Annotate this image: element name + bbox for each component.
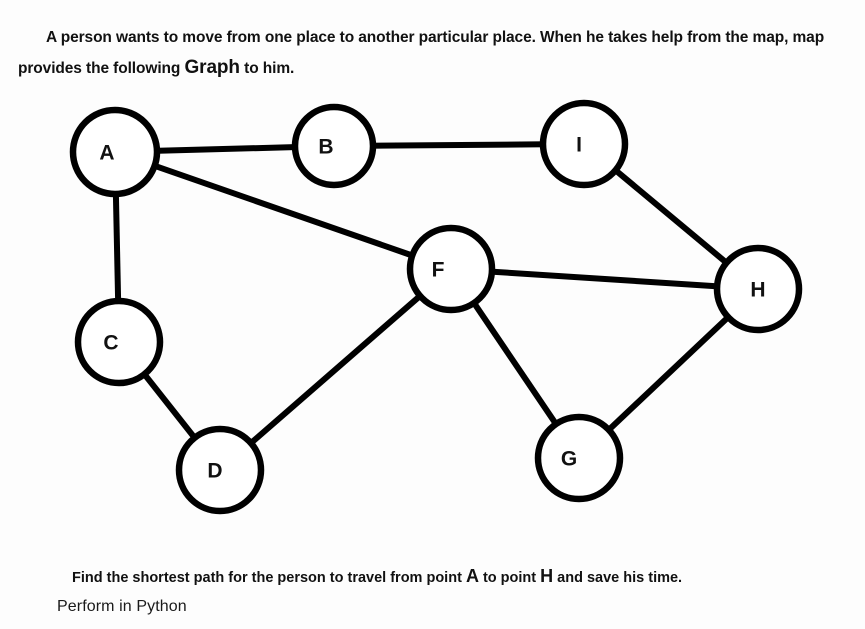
instruction-line: Perform in Python: [57, 598, 187, 615]
problem-statement-part2: to him.: [239, 59, 295, 77]
graph-node-h: H: [713, 244, 803, 334]
node-circle-g: [534, 413, 624, 503]
node-label-g: G: [561, 448, 577, 471]
question-part2: to point: [478, 569, 541, 586]
node-circle-c: [74, 297, 164, 387]
node-label-a: A: [99, 142, 114, 165]
graph-svg-canvas: A B I F H C D G: [69, 99, 803, 515]
keyword-graph: Graph: [184, 56, 240, 78]
question-part3: and save his time.: [553, 569, 683, 586]
node-circle-a: [69, 106, 161, 198]
node-circle-d: [175, 425, 265, 515]
graph-edge-f-g: [469, 298, 561, 429]
graph-edge-d-f: [246, 291, 425, 448]
node-label-f: F: [432, 259, 445, 282]
node-circle-f: [406, 224, 496, 314]
problem-statement-part1: A person wants to move from one place to…: [18, 28, 825, 77]
graph-edge-b-i: [369, 141, 547, 149]
graph-node-b: B: [291, 103, 377, 189]
problem-statement-bottom: Find the shortest path for the person to…: [0, 563, 865, 590]
node-label-c: C: [103, 332, 118, 355]
node-layer: A B I F H C D G: [69, 99, 803, 515]
problem-statement-top: A person wants to move from one place to…: [0, 24, 865, 84]
node-circle-b: [291, 103, 377, 189]
node-circle-h: [713, 244, 803, 334]
node-label-h: H: [750, 279, 765, 302]
node-label-d: D: [207, 460, 222, 483]
node-circle-i: [539, 99, 629, 189]
graph-node-a: A: [69, 106, 161, 198]
graph-edge-f-h: [488, 268, 721, 290]
graph-edge-i-h: [611, 166, 731, 267]
graph-edge-c-d: [140, 369, 199, 443]
start-node-reference: A: [465, 565, 479, 586]
graph-edge-a-c: [112, 190, 122, 305]
graph-edge-a-f: [150, 161, 417, 260]
edge-layer: [112, 141, 733, 448]
graph-node-d: D: [175, 425, 265, 515]
graph-edge-g-h: [604, 312, 733, 435]
graph-node-f: F: [406, 224, 496, 314]
node-label-i: I: [576, 134, 582, 157]
end-node-reference: H: [540, 565, 554, 586]
question-part1: Find the shortest path for the person to…: [72, 569, 466, 586]
graph-node-i: I: [539, 99, 629, 189]
graph-diagram: A B I F H C D G: [0, 82, 865, 534]
graph-node-c: C: [74, 297, 164, 387]
graph-node-g: G: [534, 413, 624, 503]
graph-edge-a-b: [153, 143, 299, 154]
node-label-b: B: [318, 136, 333, 159]
